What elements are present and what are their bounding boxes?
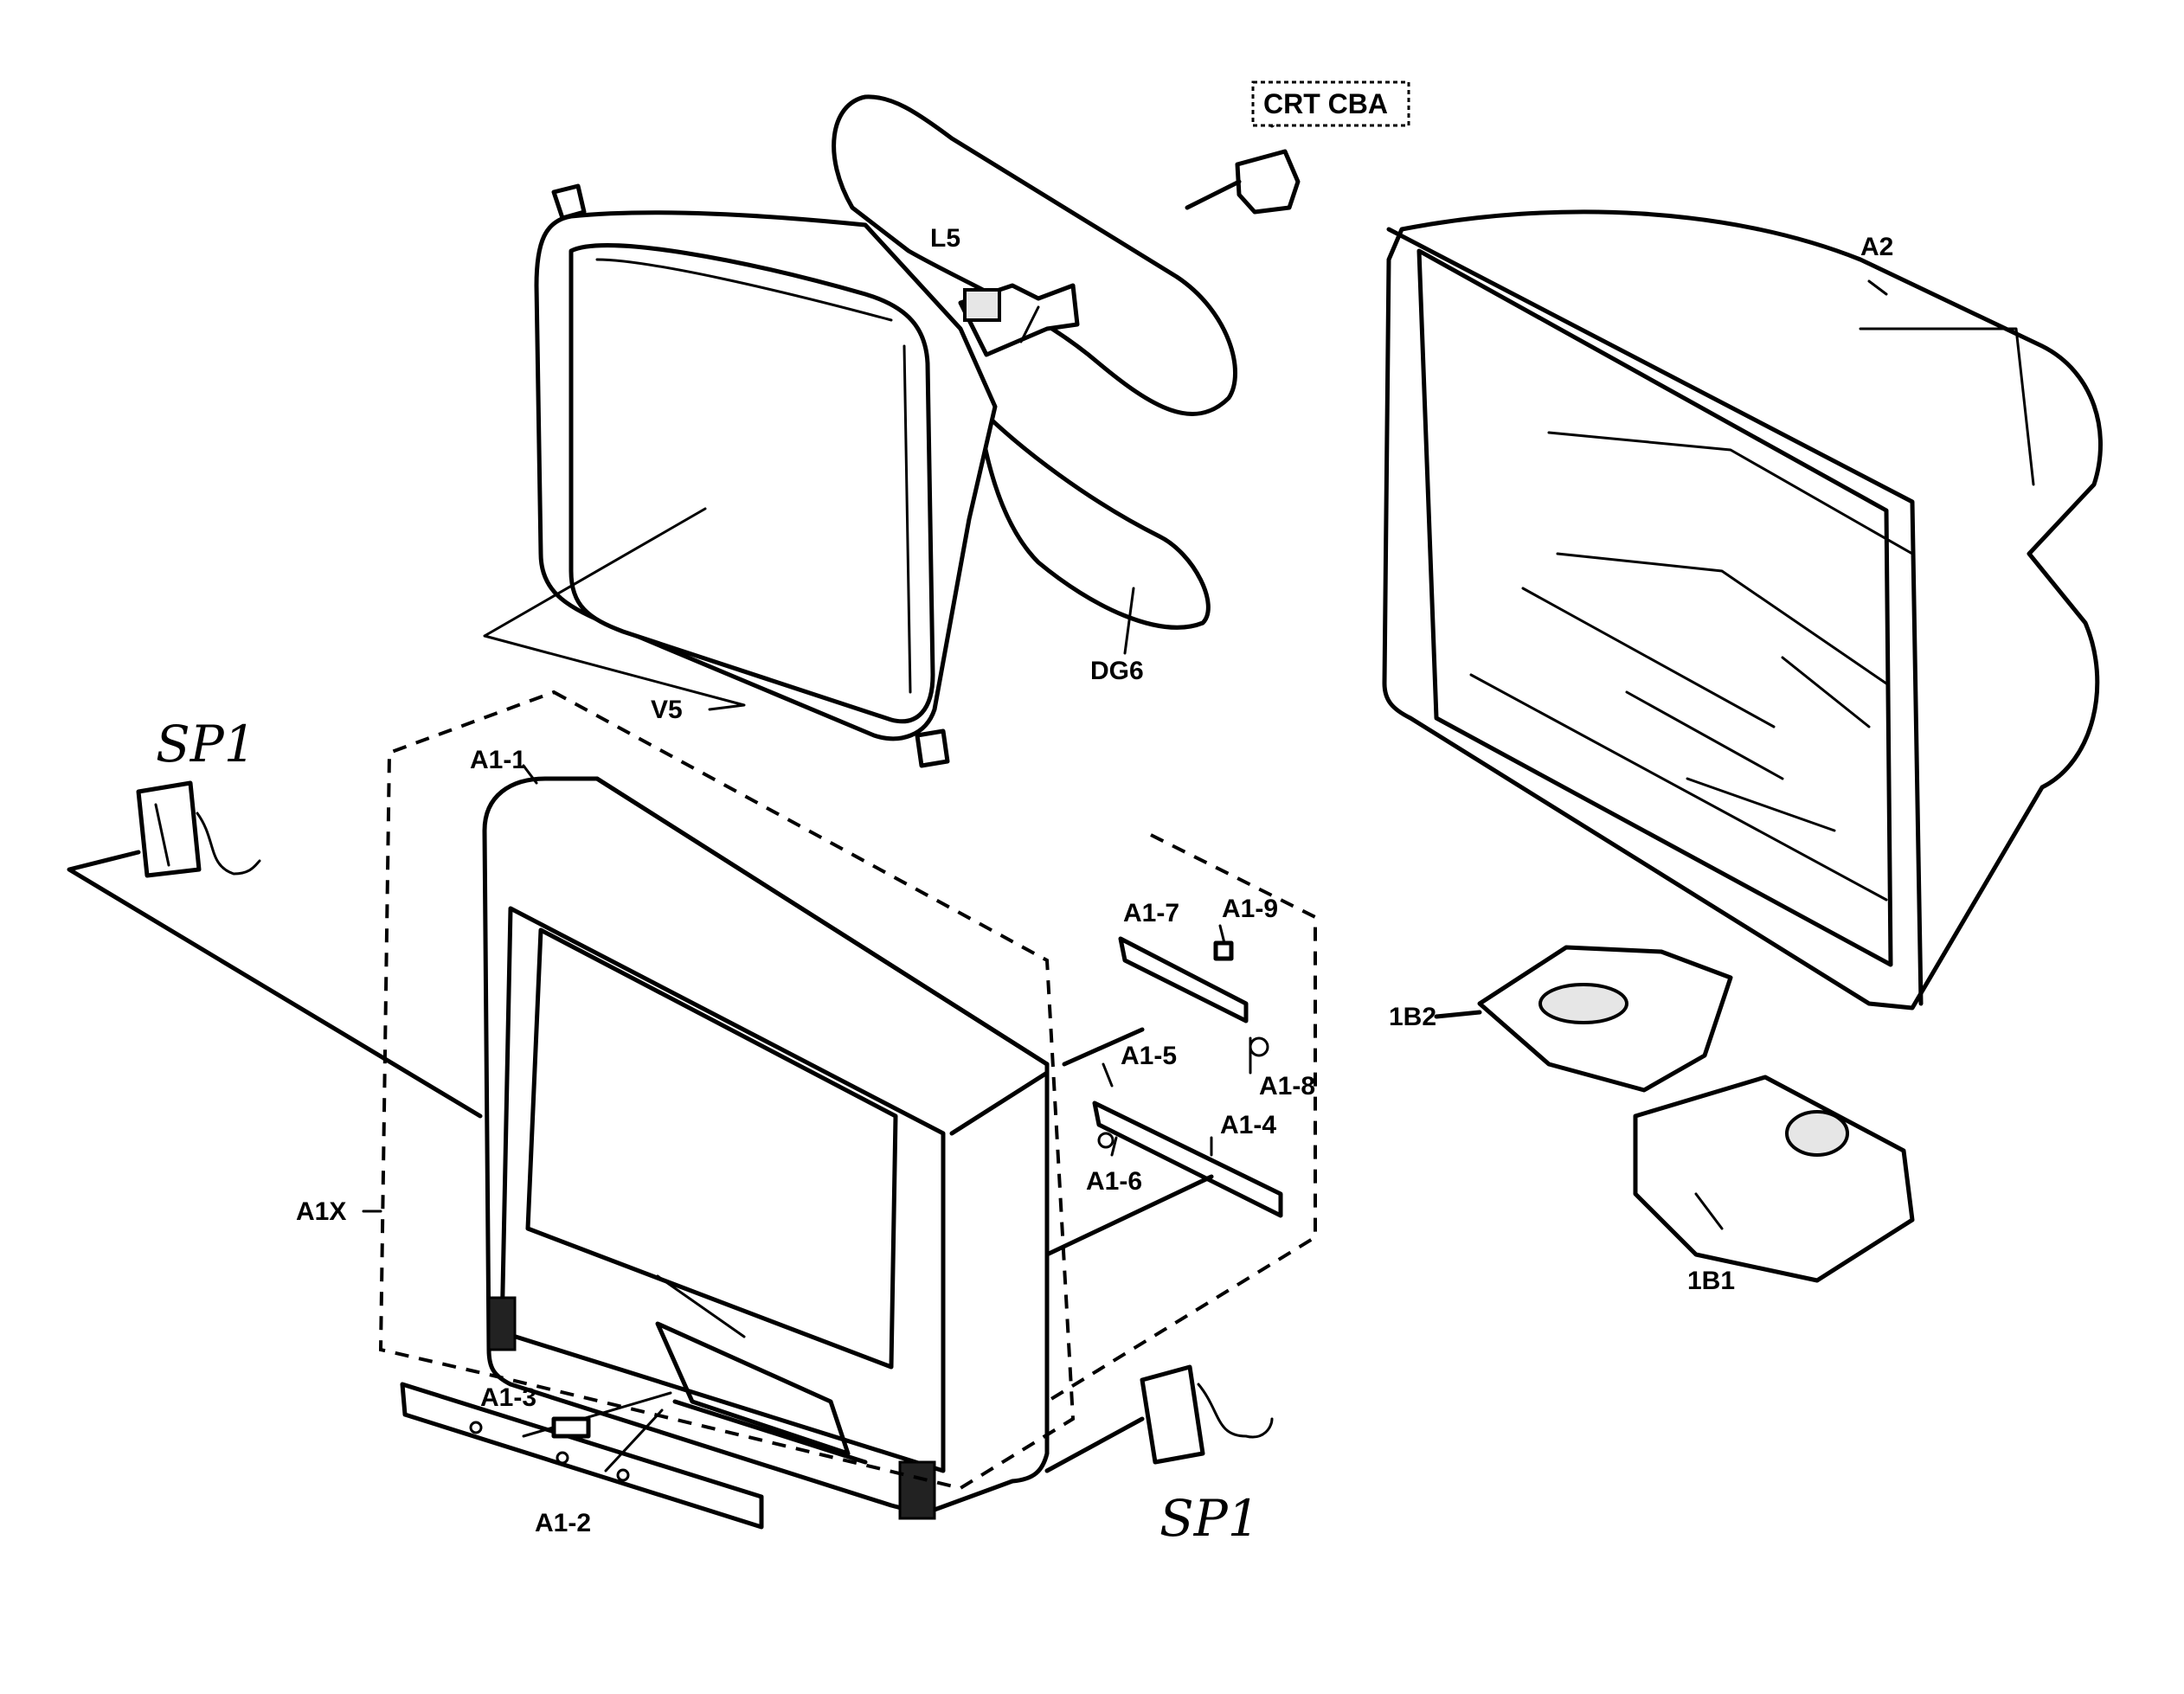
deck-mechanisms <box>1434 945 1915 1283</box>
dg6-leader <box>1123 587 1135 655</box>
speaker-right <box>1044 1364 1274 1473</box>
cabinet-front-edge <box>1386 227 1924 1006</box>
speaker-left-leader <box>67 850 483 1119</box>
bracket-a1-4 <box>1092 1100 1283 1218</box>
panel-leader-lines <box>522 1391 672 1473</box>
l5-leader <box>1019 305 1040 343</box>
label-crt-cba: CRT CBA <box>1263 88 1388 119</box>
bracket-group-boundary <box>1045 833 1317 1403</box>
degauss-coil-upper <box>832 94 1237 416</box>
crt-ear-tl <box>551 183 587 221</box>
screw-a1-8 <box>1249 1036 1269 1057</box>
front-cabinet <box>400 776 1050 1530</box>
label-a1-8: A1-8 <box>1259 1072 1315 1100</box>
1b2-leader <box>1434 1010 1482 1019</box>
a2-leader <box>1867 279 1888 296</box>
panel-button <box>616 1468 630 1482</box>
cabinet-inner-ribs <box>1469 431 1914 902</box>
degauss-coil-lower <box>975 404 1211 630</box>
bracket-assembly-lines <box>1044 1027 1214 1257</box>
v5-leader <box>483 507 746 711</box>
crt-cba-box <box>1251 80 1410 127</box>
speaker-right-leader <box>1044 1416 1145 1473</box>
clip-a1-9 <box>1213 940 1234 961</box>
label-1b1: 1B1 <box>1687 1267 1735 1295</box>
label-a1-3: A1-3 <box>480 1383 536 1412</box>
crt-rim-lines <box>595 258 912 694</box>
crt-cba-board <box>1235 149 1301 215</box>
crt-cba-connector-line <box>1185 179 1242 210</box>
front-cabinet-top-edge <box>594 776 1050 1136</box>
label-sp1-left: SP1 <box>156 715 256 773</box>
label-a2: A2 <box>1860 233 1893 261</box>
label-a1-5: A1-5 <box>1121 1042 1177 1070</box>
speaker-right-wire <box>1197 1383 1274 1439</box>
screw-a1-6 <box>1097 1132 1114 1149</box>
control-panel-a1-2 <box>400 1382 764 1530</box>
label-a1-1: A1-1 <box>470 746 526 774</box>
yoke-l5 <box>963 288 1001 322</box>
speaker-left <box>67 780 483 1119</box>
label-a1-6: A1-6 <box>1086 1167 1142 1196</box>
vcr-mechanism-1b1 <box>1633 1075 1915 1283</box>
panel-button <box>469 1421 483 1434</box>
label-v5: V5 <box>651 696 683 724</box>
label-a1x: A1X <box>296 1197 346 1226</box>
label-a1-9: A1-9 <box>1222 895 1278 923</box>
speaker-grille-right <box>898 1460 936 1520</box>
bracket-leaders <box>1110 924 1252 1157</box>
label-a1-7: A1-7 <box>1123 899 1179 927</box>
a1-1-leader <box>522 764 538 785</box>
speaker-left-wire <box>154 803 261 876</box>
cabinet-inner-frame <box>1416 248 1893 967</box>
brackets <box>1044 924 1283 1257</box>
crt-ear-br <box>915 728 950 768</box>
screen-lines <box>656 1274 746 1338</box>
panel-button <box>556 1451 569 1465</box>
1b1-leader <box>1694 1192 1724 1230</box>
crt-tube <box>483 94 1301 768</box>
label-a1-4: A1-4 <box>1220 1111 1276 1139</box>
deck-slot <box>672 1399 868 1465</box>
a1x-group-boundary <box>378 690 1076 1491</box>
rear-cabinet-a2 <box>1382 209 2103 1011</box>
speaker-right-body <box>1140 1364 1205 1465</box>
label-l5: L5 <box>930 224 960 253</box>
label-a1-2: A1-2 <box>535 1509 591 1537</box>
label-dg6: DG6 <box>1090 657 1144 685</box>
cabinet-shell <box>1382 209 2103 1011</box>
speaker-left-body <box>136 780 202 878</box>
vcr-slot <box>655 1321 851 1456</box>
head-drum <box>1785 1110 1849 1157</box>
screen-opening <box>525 927 898 1370</box>
power-button-a1-3 <box>551 1416 591 1439</box>
bracket-a1-7 <box>1118 936 1249 1023</box>
disc-tray <box>1538 983 1628 1024</box>
crt-faceplate <box>568 243 935 724</box>
screw-a1-5 <box>1102 1062 1114 1088</box>
cabinet-details <box>1625 327 2035 832</box>
label-1b2: 1B2 <box>1389 1003 1436 1031</box>
speaker-grille-left <box>487 1296 517 1351</box>
label-sp1-right: SP1 <box>1159 1489 1260 1548</box>
